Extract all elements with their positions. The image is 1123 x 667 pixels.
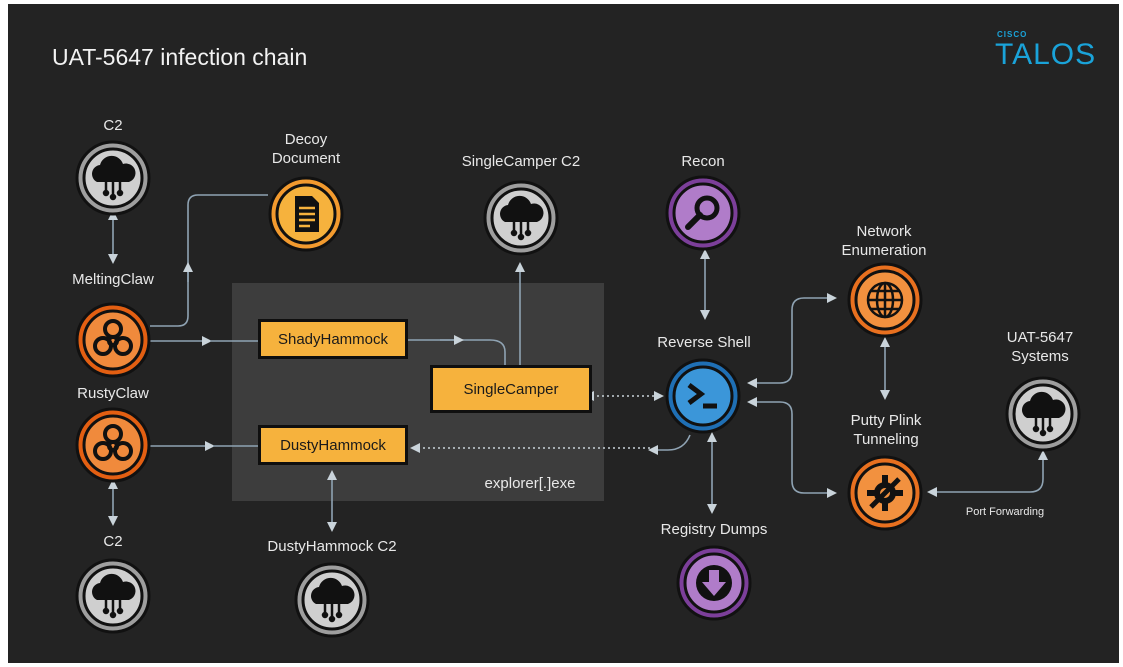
- process-singlecamper: SingleCamper: [430, 365, 592, 413]
- talos-logo: CISCO TALOS: [995, 30, 1105, 74]
- document-icon: [268, 176, 344, 252]
- process-shadyhammock: ShadyHammock: [258, 319, 408, 359]
- label-recon: Recon: [681, 153, 725, 170]
- label-putty-line2: Tunneling: [853, 431, 919, 448]
- cloud-server-icon: [1005, 376, 1081, 452]
- label-c2-top: C2: [103, 117, 123, 134]
- process-dustyhammock: DustyHammock: [258, 425, 408, 465]
- edge-shell-dusty-curve: [648, 434, 691, 455]
- download-arrow-icon: [676, 545, 752, 621]
- label-c2-bottom: C2: [103, 533, 123, 550]
- label-registry-dumps: Registry Dumps: [660, 521, 768, 538]
- label-reverse-shell: Reverse Shell: [657, 334, 751, 351]
- label-uat-line2: Systems: [1011, 348, 1069, 365]
- logo-talos-text: TALOS: [995, 38, 1097, 71]
- label-meltingclaw: MeltingClaw: [72, 271, 154, 288]
- edge-shady-singlecamper: [408, 339, 506, 365]
- terminal-prompt-icon: [665, 358, 741, 434]
- label-explorer: explorer[.]exe: [484, 475, 576, 492]
- cloud-server-icon: [483, 180, 559, 256]
- label-decoy-line1: Decoy: [284, 131, 328, 148]
- magnifier-icon: [665, 175, 741, 251]
- label-rustyclaw: RustyClaw: [77, 385, 149, 402]
- label-singlecamper-c2: SingleCamper C2: [461, 153, 581, 170]
- edge-shell-putty: [747, 397, 837, 498]
- biohazard-icon: [75, 407, 151, 483]
- label-netenum-line2: Enumeration: [841, 242, 927, 259]
- label-putty-line1: Putty Plink: [850, 412, 922, 429]
- label-uat-line1: UAT-5647: [1006, 329, 1074, 346]
- globe-icon: [847, 262, 923, 338]
- label-port-forwarding: Port Forwarding: [965, 506, 1045, 518]
- edge-meltingclaw-decoy: [150, 194, 268, 327]
- edge-shell-netenum: [747, 293, 837, 388]
- biohazard-icon: [75, 302, 151, 378]
- label-netenum-line1: Network: [856, 223, 912, 240]
- logo-cisco-text: CISCO: [997, 30, 1028, 39]
- label-decoy-line2: Document: [271, 150, 341, 167]
- label-dustyhammock-c2: DustyHammock C2: [267, 538, 397, 555]
- cloud-server-icon: [75, 558, 151, 634]
- diagram-title: UAT-5647 infection chain: [52, 44, 308, 70]
- cloud-server-icon: [75, 140, 151, 216]
- cloud-server-icon: [294, 562, 370, 638]
- edge-putty-uat: [927, 450, 1048, 497]
- gear-wrench-icon: [847, 455, 923, 531]
